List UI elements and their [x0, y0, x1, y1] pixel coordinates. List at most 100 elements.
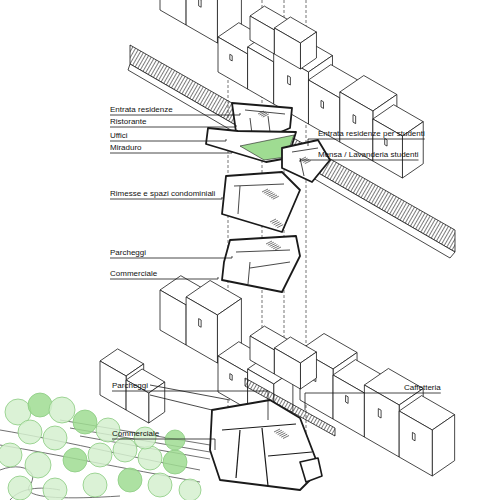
tree [163, 450, 187, 474]
part-label: Commerciale [112, 429, 159, 438]
window [199, 319, 202, 328]
front-face [399, 411, 432, 476]
part-label: Parcheggi [112, 381, 148, 390]
window [288, 76, 291, 85]
part-label: Rimesse e spazi condominiali [110, 189, 215, 198]
building-block [126, 369, 165, 423]
tree [179, 479, 201, 500]
tree [138, 446, 162, 470]
tree [8, 476, 32, 500]
plate-wall [292, 148, 318, 152]
window [346, 395, 349, 403]
building-block [274, 17, 316, 69]
tree [43, 478, 67, 500]
landscape [0, 393, 210, 500]
window [378, 409, 381, 418]
stair-step [273, 196, 279, 199]
tree [18, 420, 42, 444]
plate-wall [236, 250, 290, 252]
leader-line [305, 393, 441, 410]
plate-wall [236, 430, 240, 478]
part-label: Commerciale [110, 269, 157, 278]
tree [113, 438, 137, 462]
front-face [248, 47, 274, 104]
window [385, 138, 387, 146]
floor-plates [206, 103, 330, 292]
plate-wall [268, 116, 270, 132]
front-face [250, 16, 274, 54]
building-block [274, 337, 316, 389]
stair-step [277, 225, 283, 228]
plate-wall [248, 262, 250, 284]
tree [165, 430, 185, 450]
window [230, 374, 232, 381]
storage-level [222, 172, 300, 232]
tree [28, 393, 52, 417]
tree [88, 443, 112, 467]
window [412, 432, 415, 440]
lower-context [100, 276, 455, 490]
window [199, 0, 202, 7]
wall-base [128, 64, 455, 258]
window [230, 54, 232, 61]
stair-step [263, 114, 269, 117]
part-label: Uffici [110, 131, 128, 140]
plate-wall [245, 110, 285, 114]
side-face [149, 382, 165, 423]
tree [73, 410, 97, 434]
plate-wall [238, 186, 240, 214]
stair-step [275, 247, 281, 250]
plate-wall [222, 424, 296, 430]
front-face [160, 290, 186, 345]
part-label: Entrata residenze per studenti [318, 129, 425, 138]
front-face [218, 37, 248, 89]
front-face [186, 0, 217, 43]
tree [118, 468, 142, 492]
front-face [364, 385, 399, 457]
plate-wall [234, 184, 284, 186]
part-label: Ristorante [110, 117, 146, 126]
window [321, 100, 324, 108]
part-label: Parcheggi [110, 248, 146, 257]
plate-edge [150, 385, 230, 410]
cafe-kiosk [300, 458, 322, 482]
leader-line [308, 139, 425, 146]
front-face [373, 119, 403, 178]
front-face [186, 297, 217, 363]
front-face [274, 28, 300, 69]
assembled-complex [210, 400, 320, 490]
leader-line [112, 439, 215, 450]
plate-wall [250, 262, 290, 268]
side-face [432, 415, 454, 476]
stair-step [283, 436, 289, 439]
plate-wall [268, 452, 312, 456]
upper-context [128, 0, 455, 258]
tree [148, 473, 172, 497]
front-face [250, 336, 274, 374]
plate-wall [262, 428, 268, 486]
part-label: Entrata residenze [110, 105, 173, 114]
street-wall [130, 45, 455, 252]
side-face [300, 32, 316, 69]
student-block [282, 140, 330, 182]
part-label: Mensa / Lavanderia studenti [318, 150, 419, 159]
tree [0, 443, 22, 467]
front-face [300, 350, 333, 419]
tree [43, 426, 67, 450]
part-label: Miraduro [110, 143, 142, 152]
front-face [274, 348, 300, 389]
tree [63, 448, 87, 472]
leader-line [112, 391, 268, 420]
part-label: Caffetteria [404, 383, 441, 392]
building-block [373, 105, 423, 178]
building-block [399, 396, 454, 476]
stair-step [305, 161, 311, 164]
parking-level [222, 236, 300, 292]
front-face [333, 375, 364, 437]
leader-line [300, 160, 419, 162]
side-face [300, 352, 316, 389]
front-face [218, 356, 248, 409]
